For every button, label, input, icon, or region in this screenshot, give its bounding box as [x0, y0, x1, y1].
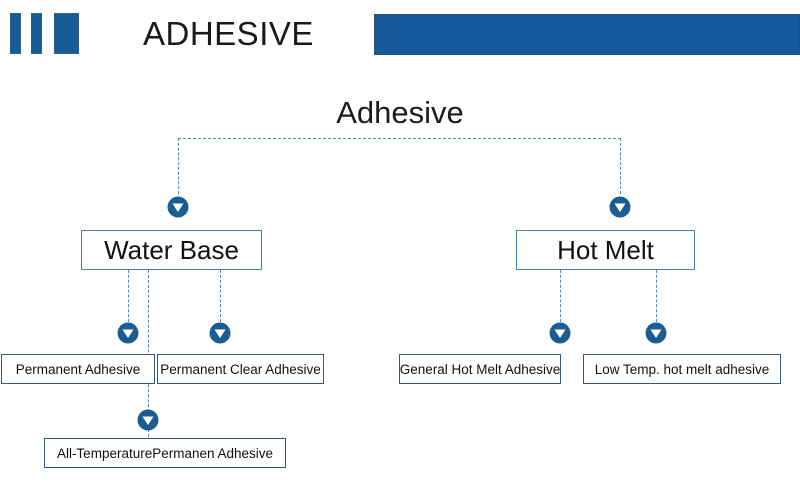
circle-down-arrow-icon: [116, 321, 140, 345]
connector-root-to-hot-melt: [620, 138, 621, 194]
adhesive-tree-diagram: Adhesive: [0, 66, 800, 496]
connector-water-base-to-permanent-clear-adhesive: [220, 270, 221, 322]
circle-down-arrow-icon: [548, 321, 572, 345]
header-banner: [374, 14, 800, 55]
circle-down-arrow-icon: [208, 321, 232, 345]
logo-bar-icon: [54, 13, 79, 54]
node-permanent-clear-adhesive-label: Permanent Clear Adhesive: [160, 361, 321, 377]
connector-root-to-water-base: [178, 138, 179, 194]
logo-bar-icon: [10, 13, 21, 54]
node-general-hot-melt-adhesive-label: General Hot Melt Adhesive: [399, 361, 561, 377]
node-hot-melt[interactable]: Hot Melt: [516, 230, 695, 270]
node-water-base-label: Water Base: [104, 234, 239, 265]
node-permanent-clear-adhesive[interactable]: Permanent Clear Adhesive: [157, 354, 324, 384]
node-hot-melt-label: Hot Melt: [557, 234, 654, 265]
node-all-temperature-permanent-adhesive[interactable]: All-TemperaturePermanen Adhesive: [44, 438, 286, 468]
root-node-label: Adhesive: [336, 95, 464, 130]
circle-down-arrow-icon: [644, 321, 668, 345]
circle-down-arrow-icon: [136, 408, 160, 432]
node-all-temperature-permanent-adhesive-label: All-TemperaturePermanen Adhesive: [56, 445, 274, 461]
circle-down-arrow-icon: [608, 195, 632, 219]
connector-water-base-to-permanent-adhesive: [128, 270, 129, 322]
connector-hot-melt-to-low-temp-hot-melt: [656, 270, 657, 322]
node-permanent-adhesive-label: Permanent Adhesive: [15, 361, 141, 377]
logo-bar-icon: [31, 13, 42, 54]
page-title: ADHESIVE: [143, 15, 314, 52]
connector-root-horizontal: [178, 138, 621, 139]
node-permanent-adhesive[interactable]: Permanent Adhesive: [1, 354, 155, 384]
connector-hot-melt-to-general-hot-melt: [560, 270, 561, 322]
node-low-temp-hot-melt-adhesive[interactable]: Low Temp. hot melt adhesive: [583, 354, 781, 384]
page-header: ADHESIVE: [0, 0, 800, 66]
node-water-base[interactable]: Water Base: [81, 230, 262, 270]
node-general-hot-melt-adhesive[interactable]: General Hot Melt Adhesive: [399, 354, 561, 384]
node-low-temp-hot-melt-adhesive-label: Low Temp. hot melt adhesive: [594, 361, 770, 377]
circle-down-arrow-icon: [166, 195, 190, 219]
